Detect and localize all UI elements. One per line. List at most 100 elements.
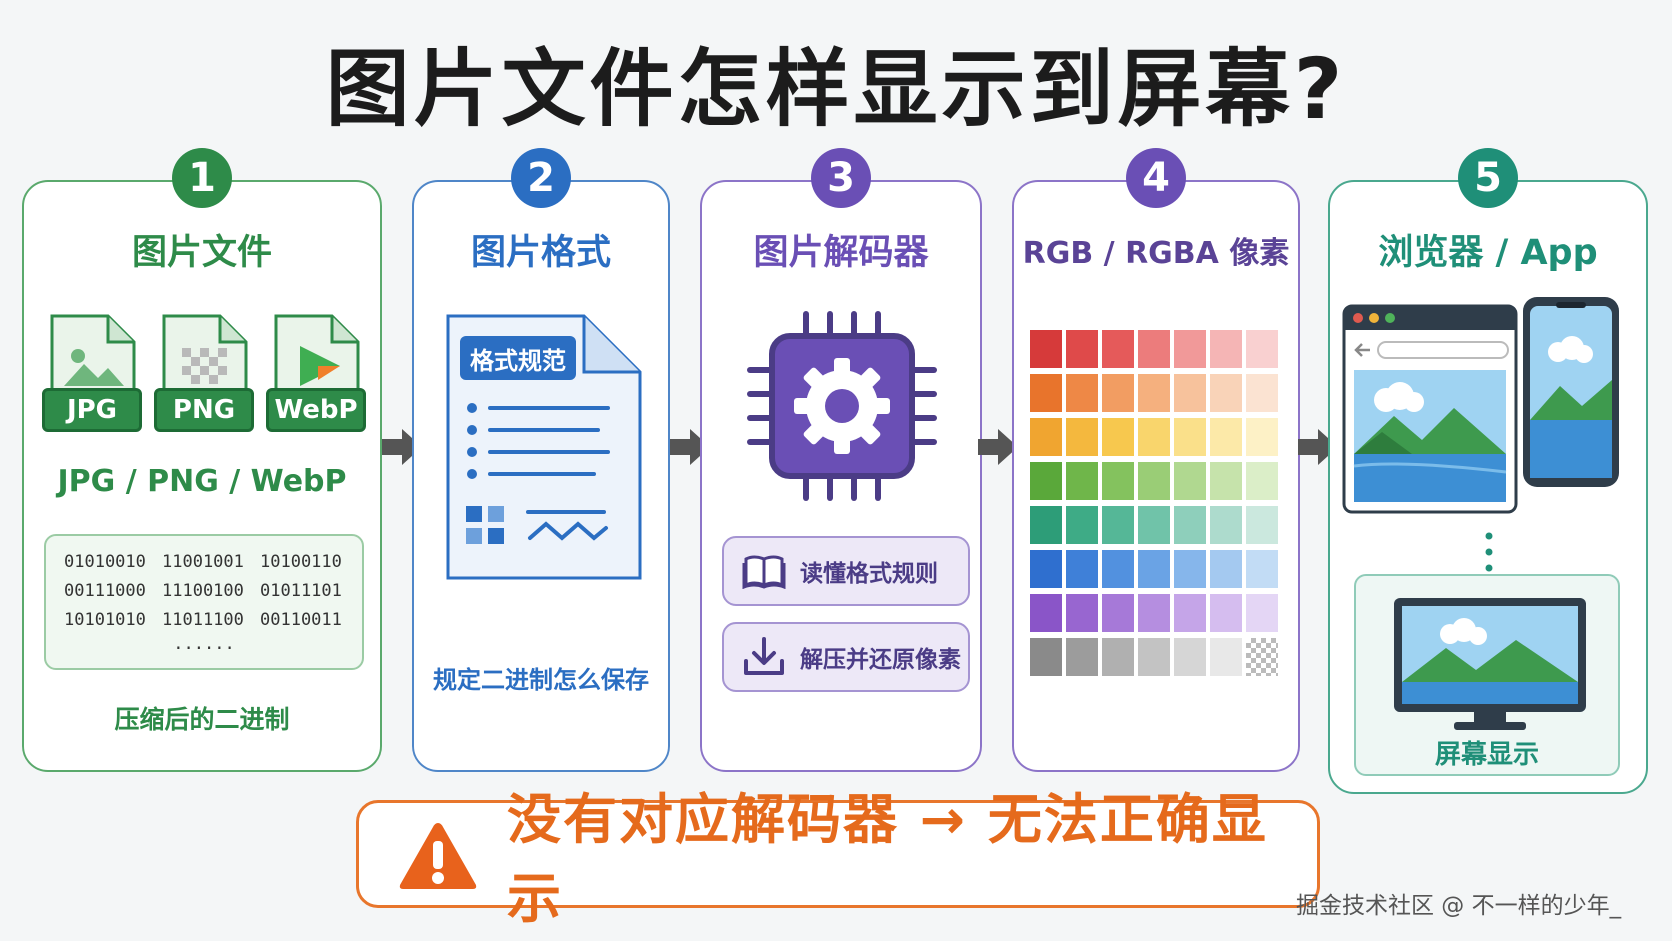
pixel-swatch: [1246, 418, 1278, 456]
step-badge-4: 4: [1126, 148, 1186, 208]
pixel-swatch: [1174, 550, 1206, 588]
pixel-swatch: [1102, 506, 1134, 544]
pixel-swatch: [1210, 594, 1242, 632]
pixel-swatch: [1246, 462, 1278, 500]
step-badge-2: 2: [511, 148, 571, 208]
page-title: 图片文件怎样显示到屏幕?: [325, 40, 1347, 138]
pixel-swatch: [1066, 506, 1098, 544]
pixel-swatch: [1102, 418, 1134, 456]
screen-display-label: 屏幕显示: [1434, 740, 1539, 770]
pixel-swatch: [1174, 418, 1206, 456]
pixel-swatch: [1210, 506, 1242, 544]
binary-ellipsis: ......: [173, 634, 235, 654]
pixel-swatch: [1210, 550, 1242, 588]
gear-chip-icon: [747, 311, 937, 501]
binary-caption: 压缩后的二进制: [114, 705, 290, 734]
pixel-swatch: [1138, 330, 1170, 368]
step-badge-5: 5: [1458, 148, 1518, 208]
pixel-swatch: [1138, 418, 1170, 456]
pixel-swatch: [1030, 462, 1062, 500]
pixel-swatch: [1210, 418, 1242, 456]
pixel-swatch: [1138, 506, 1170, 544]
pixel-swatch: [1102, 374, 1134, 412]
card-title-3: 图片解码器: [753, 233, 929, 273]
doc-header-label: 格式规范: [470, 346, 566, 375]
pixel-swatch: [1174, 462, 1206, 500]
pixel-swatch: [1210, 374, 1242, 412]
action-label: 解压并还原像素: [800, 647, 961, 673]
file-tile-png: PNG: [154, 312, 254, 432]
card-title-5: 浏览器 / App: [1378, 233, 1598, 273]
pixel-swatch: [1246, 550, 1278, 588]
phone-icon: [1523, 297, 1619, 487]
file-label-webp: WebP: [266, 388, 366, 432]
file-tile-jpg: JPG: [42, 312, 142, 432]
screen-display-box: 屏幕显示: [1354, 574, 1620, 776]
card-image-decoder: 3 图片解码器 读懂格式规则 解压并: [700, 148, 982, 772]
pixel-swatch: [1030, 418, 1062, 456]
pixel-swatch: [1174, 506, 1206, 544]
pixel-swatch: [1246, 506, 1278, 544]
pixel-swatch: [1138, 594, 1170, 632]
pixel-swatch: [1030, 550, 1062, 588]
pixel-palette-grid: [1030, 330, 1282, 682]
format-spec-document-icon: [446, 314, 642, 580]
pixel-swatch: [1066, 638, 1098, 676]
pixel-swatch: [1138, 374, 1170, 412]
pixel-swatch: [1102, 462, 1134, 500]
pixel-swatch: [1066, 374, 1098, 412]
pixel-swatch: [1102, 550, 1134, 588]
pixel-swatch: [1102, 330, 1134, 368]
pixel-swatch: [1138, 550, 1170, 588]
pixel-swatch: [1030, 594, 1062, 632]
card-rgb-pixels: 4 RGB / RGBA 像素: [1012, 148, 1300, 772]
browser-window-icon: [1342, 304, 1518, 514]
pixel-swatch: [1138, 638, 1170, 676]
png-file-icon: [162, 314, 248, 410]
watermark: 掘金技术社区 @ 不一样的少年_: [1296, 893, 1622, 919]
download-icon: [744, 637, 784, 675]
card-title-1: 图片文件: [131, 233, 272, 273]
pixel-swatch: [1102, 638, 1134, 676]
card-image-format: 2 图片格式 格式规范 规定二进制怎么保存: [412, 148, 670, 772]
pixel-swatch: [1210, 462, 1242, 500]
pixel-swatch: [1174, 374, 1206, 412]
card-image-file: 1 图片文件 JPG PNG WebP: [22, 148, 382, 772]
pixel-swatch: [1030, 374, 1062, 412]
pixel-swatch: [1246, 330, 1278, 368]
pixel-swatch: [1030, 330, 1062, 368]
formats-label: JPG / PNG / WebP: [57, 464, 347, 499]
action-label: 读懂格式规则: [800, 561, 938, 587]
action-read-format-rules: 读懂格式规则: [722, 536, 970, 606]
pixel-swatch: [1138, 462, 1170, 500]
pixel-swatch: [1102, 594, 1134, 632]
pixel-swatch: [1066, 418, 1098, 456]
card-title-2: 图片格式: [470, 233, 611, 273]
format-caption: 规定二进制怎么保存: [433, 666, 649, 694]
pixel-swatch: [1246, 638, 1278, 676]
webp-file-icon: [274, 314, 360, 410]
pixel-swatch: [1210, 330, 1242, 368]
warning-text: 没有对应解码器 → 无法正确显示: [507, 788, 1268, 930]
file-label-jpg: JPG: [42, 388, 142, 432]
pixel-swatch: [1174, 594, 1206, 632]
pixel-swatch: [1066, 550, 1098, 588]
action-decompress-restore-pixels: 解压并还原像素: [722, 622, 970, 692]
warning-banner: 没有对应解码器 → 无法正确显示: [356, 788, 1320, 930]
pixel-swatch: [1246, 594, 1278, 632]
step-badge-3: 3: [811, 148, 871, 208]
card-browser-app: 5 浏览器 / App 屏幕显示: [1328, 148, 1648, 794]
pixel-swatch: [1174, 330, 1206, 368]
card-title-4: RGB / RGBA 像素: [1022, 236, 1290, 271]
pixel-swatch: [1246, 374, 1278, 412]
pixel-swatch: [1210, 638, 1242, 676]
pixel-swatch: [1174, 638, 1206, 676]
pixel-swatch: [1066, 330, 1098, 368]
book-icon: [742, 555, 786, 589]
monitor-icon: [1394, 598, 1586, 730]
pixel-swatch: [1030, 638, 1062, 676]
